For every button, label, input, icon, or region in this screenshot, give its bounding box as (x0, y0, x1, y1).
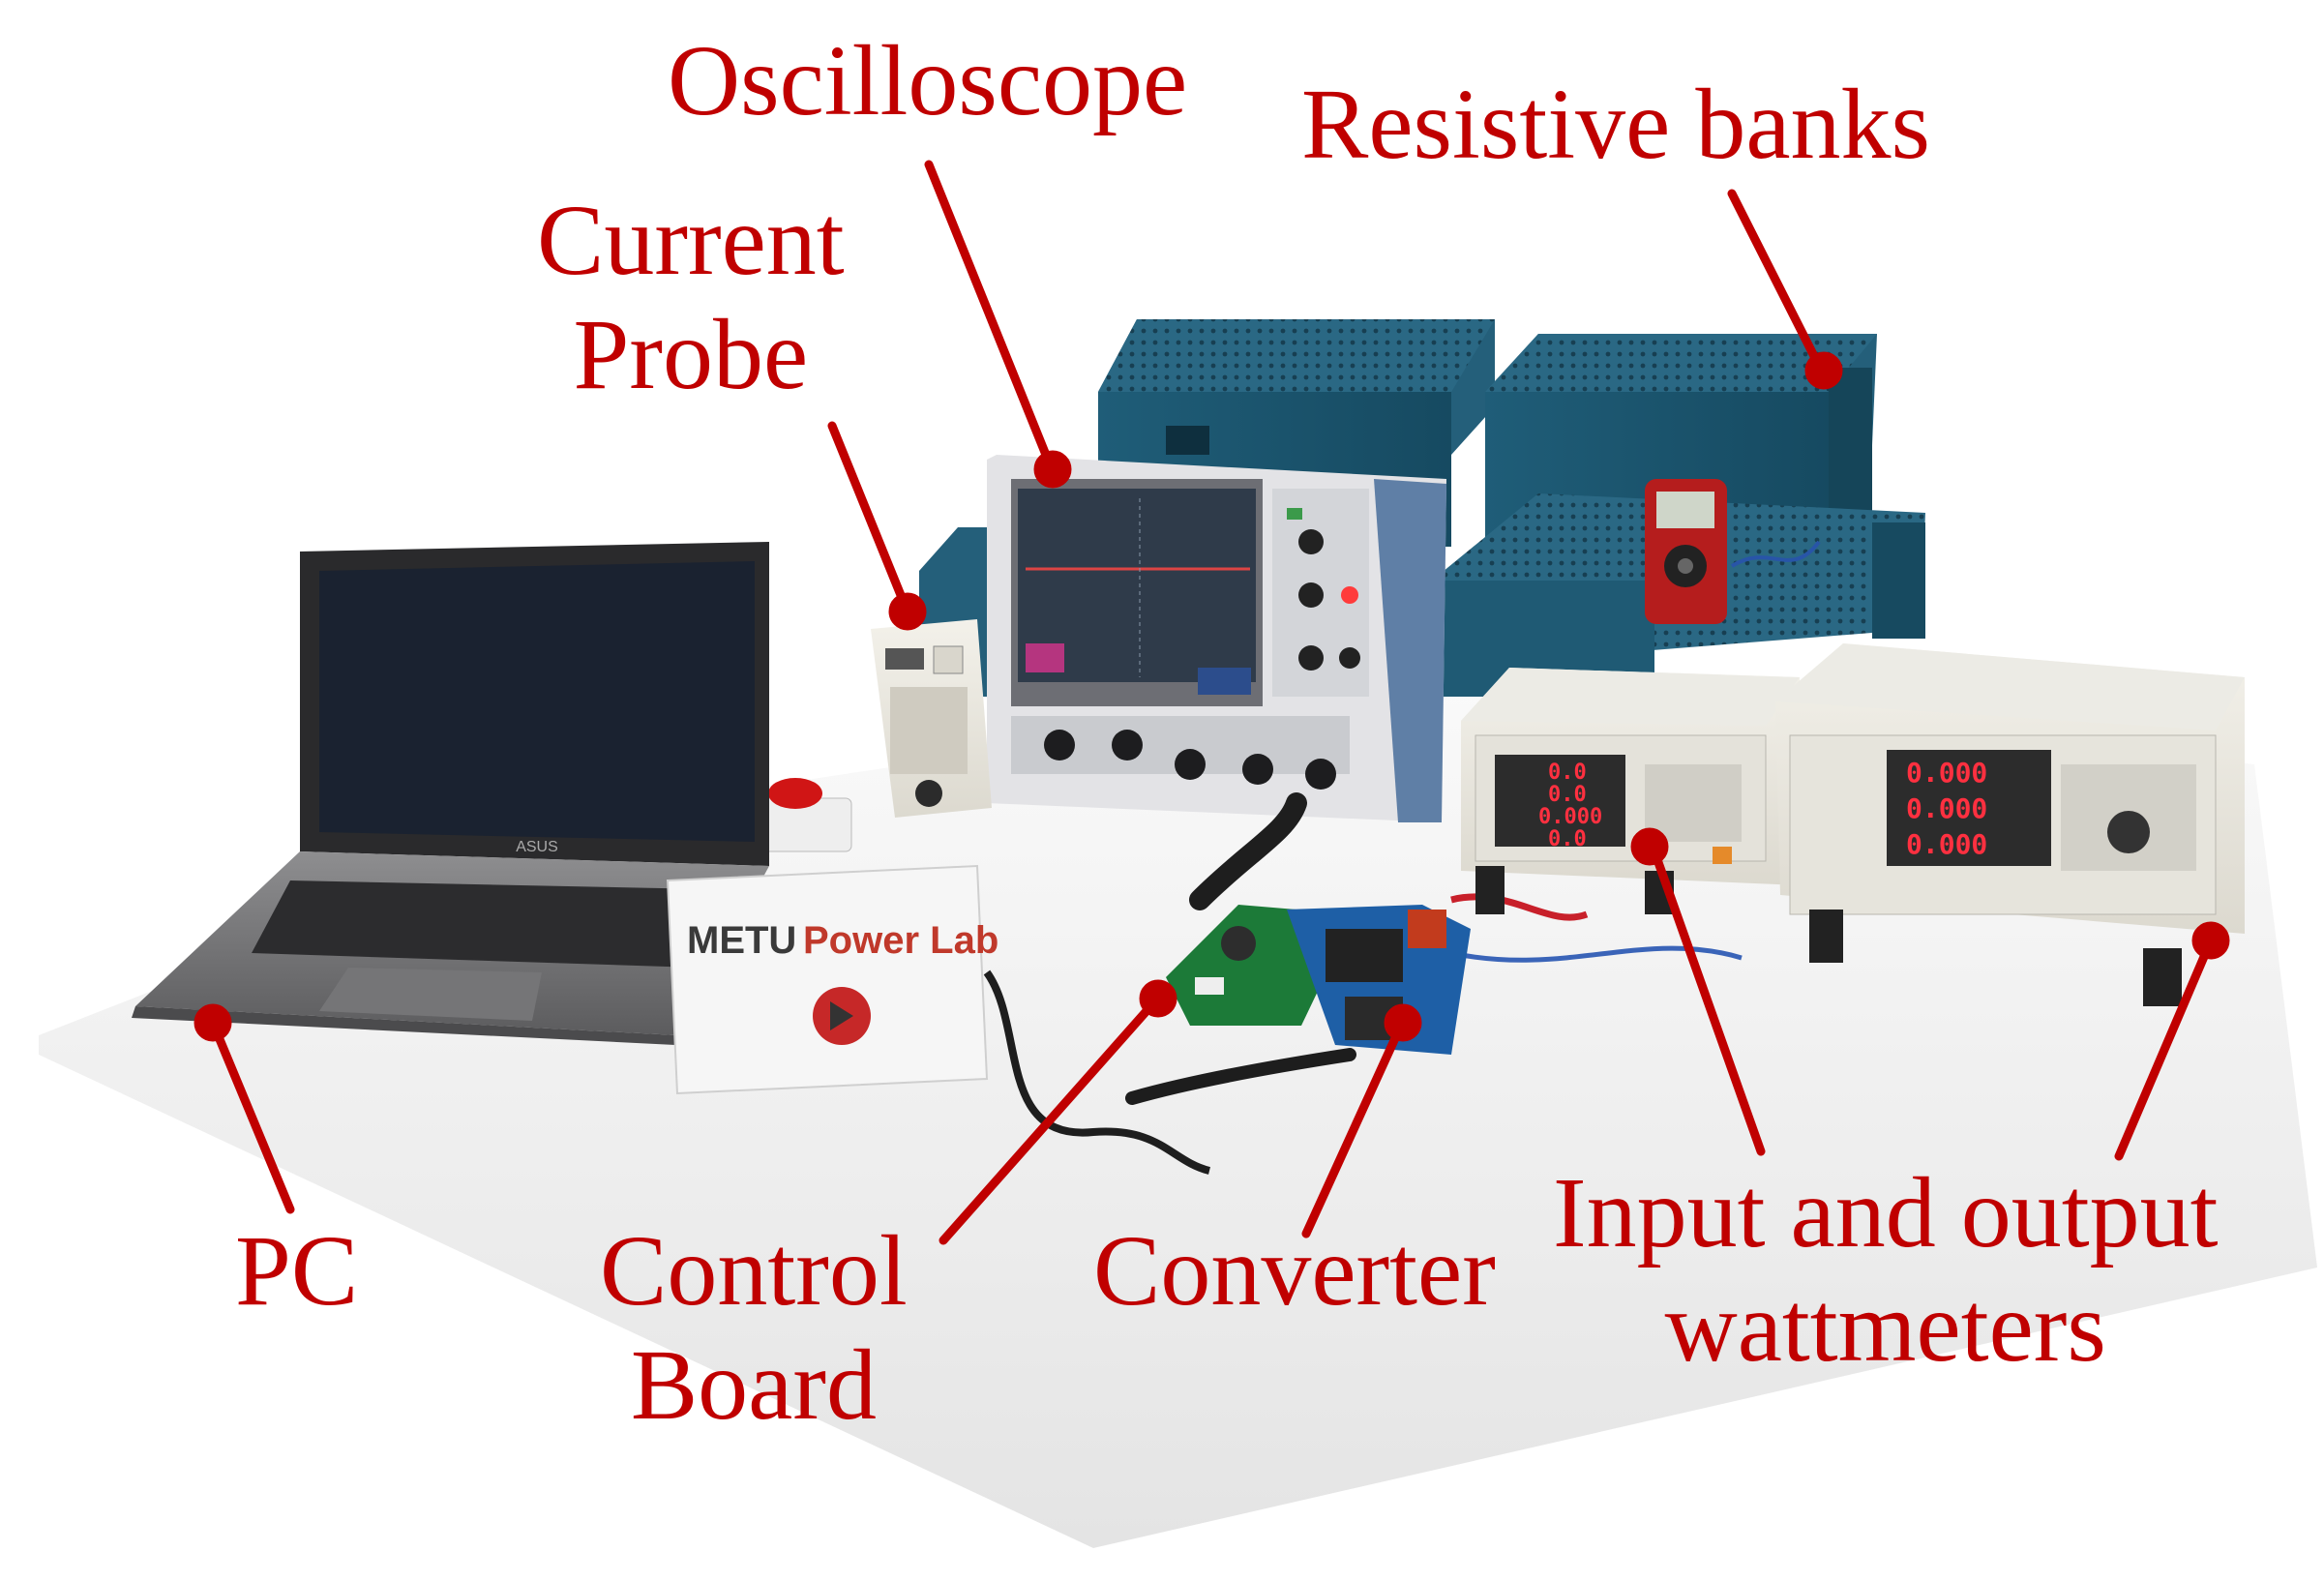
pointer-lines (194, 160, 2230, 1245)
laptop-pc: ASUS (132, 542, 769, 1045)
metu-power-lab-sign: METU Power Lab (666, 864, 998, 1095)
output-wattmeter-pointer (2114, 940, 2214, 1161)
pc-pointer (210, 1023, 295, 1214)
input-wattmeter-pointer (1650, 847, 1766, 1156)
pc-label: PC (235, 1215, 359, 1327)
input-reading-1: 0.0 (1548, 761, 1587, 785)
red-cable (1450, 893, 1589, 921)
converter-label: Converter (1093, 1215, 1496, 1327)
converter-pointer (1301, 1023, 1405, 1238)
sign-power-lab-text: Power Lab (803, 919, 998, 962)
blue-cable (1450, 945, 1743, 963)
oscilloscope-pointer (924, 160, 1055, 469)
input-reading-4: 0.0 (1548, 827, 1587, 851)
oscilloscope-label: Oscilloscope (668, 25, 1188, 136)
output-wattmeter: 0.000 0.000 0.000 (1775, 643, 2245, 1006)
wattmeters-label: Input and output wattmeters (1553, 1157, 2219, 1383)
control-board-label: Control Board (600, 1215, 908, 1441)
current-probe-label: Current Probe (537, 185, 845, 410)
output-reading-2: 0.000 (1906, 792, 1987, 824)
resistive-banks-label: Resistive banks (1301, 69, 1930, 180)
probe-cable (1189, 792, 1307, 910)
output-reading-1: 0.000 (1906, 757, 1987, 789)
current-probe-amplifier (871, 619, 992, 818)
laptop-brand-logo: ASUS (516, 839, 558, 855)
resistive-banks-pointer (1727, 189, 1824, 371)
current-probe-pointer (827, 421, 909, 610)
black-cable (983, 969, 1211, 1175)
sign-metu-text: METU (687, 919, 796, 962)
input-reading-3: 0.000 (1538, 805, 1602, 829)
control-board-pointer (939, 999, 1158, 1245)
multimeter (1645, 479, 1821, 624)
oscilloscope (987, 455, 1446, 822)
output-reading-3: 0.000 (1906, 828, 1987, 860)
input-reading-2: 0.0 (1548, 783, 1587, 807)
input-wattmeter: 0.0 0.0 0.000 0.0 (1461, 668, 1800, 914)
